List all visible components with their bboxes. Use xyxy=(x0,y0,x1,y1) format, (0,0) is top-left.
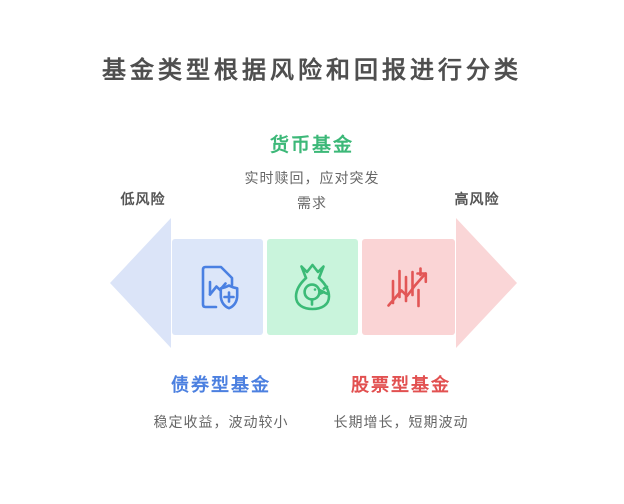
candlestick-trend-icon xyxy=(382,260,436,314)
right-arrow-head-icon xyxy=(456,218,517,348)
bond-fund-description: 稳定收益，波动较小 xyxy=(153,414,289,430)
bond-fund-name: 债券型基金 xyxy=(171,375,271,395)
money-fund-description: 实时赎回，应对突发需求 xyxy=(244,170,380,211)
stock-fund-description: 长期增长，短期波动 xyxy=(333,414,469,430)
money-bag-icon xyxy=(286,260,340,314)
document-shield-plus-icon xyxy=(191,260,245,314)
page-title: 基金类型根据风险和回报进行分类 xyxy=(102,57,522,84)
stock-fund-name: 股票型基金 xyxy=(351,375,451,395)
high-risk-label: 高风险 xyxy=(454,191,500,207)
fund-box-money xyxy=(267,239,358,335)
low-risk-label: 低风险 xyxy=(120,191,166,207)
fund-box-bond xyxy=(172,239,263,335)
fund-box-stock xyxy=(362,239,455,335)
money-fund-name: 货币基金 xyxy=(269,135,354,156)
left-arrow-head-icon xyxy=(110,218,171,348)
